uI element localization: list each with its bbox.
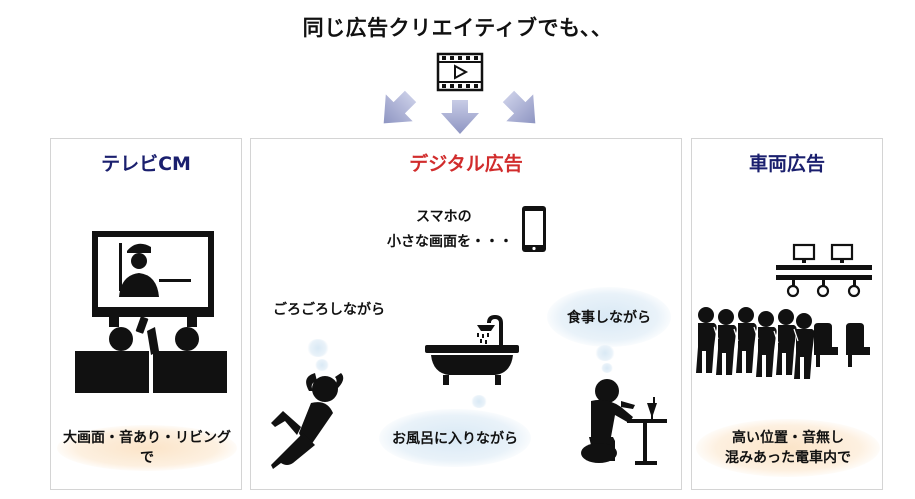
thought-puff: [315, 359, 329, 371]
person-eating-icon: [581, 379, 667, 465]
tv-panel: テレビCM 大画面・音あり・リビングで: [50, 138, 242, 490]
train-panel: 車両広告: [691, 138, 883, 490]
train-caption-line2: 混みあった電車内で: [725, 450, 851, 466]
lounging-label: ごろごろしながら: [273, 302, 385, 318]
digital-panel: デジタル広告 スマホの 小さな画面を・・・ ごろごろしながら 食事しながら お風…: [250, 138, 682, 490]
thought-puff: [471, 395, 487, 408]
phone-text-line2: 小さな画面を・・・: [387, 234, 513, 250]
train-caption-line1: 高い位置・音無し: [732, 429, 844, 446]
digital-panel-title: デジタル広告: [409, 153, 523, 175]
bath-label: お風呂に入りながら: [392, 431, 518, 447]
train-interior-icon: [696, 243, 872, 379]
thought-puff: [601, 363, 613, 373]
video-film-icon: [436, 52, 484, 92]
page-title: 同じ広告クリエイティブでも、、: [302, 16, 613, 40]
bathtub-icon: [425, 315, 519, 385]
thought-puff: [595, 345, 615, 361]
bath-cloud: お風呂に入りながら: [379, 409, 531, 467]
person-lounging-icon: [271, 373, 344, 469]
tv-viewers-icon: [75, 231, 227, 393]
tv-caption-text: 大画面・音あり・リビングで: [63, 429, 231, 466]
tv-panel-title: テレビCM: [101, 153, 191, 175]
train-caption: 高い位置・音無し 混みあった電車内で: [696, 419, 880, 477]
thought-puff: [307, 339, 329, 357]
phone-text-line1: スマホの: [416, 209, 472, 225]
tv-caption: 大画面・音あり・リビングで: [57, 425, 237, 471]
eating-cloud: 食事しながら: [547, 287, 671, 347]
eating-label: 食事しながら: [567, 310, 651, 326]
smartphone-icon: [522, 206, 546, 252]
train-panel-title: 車両広告: [748, 153, 825, 175]
